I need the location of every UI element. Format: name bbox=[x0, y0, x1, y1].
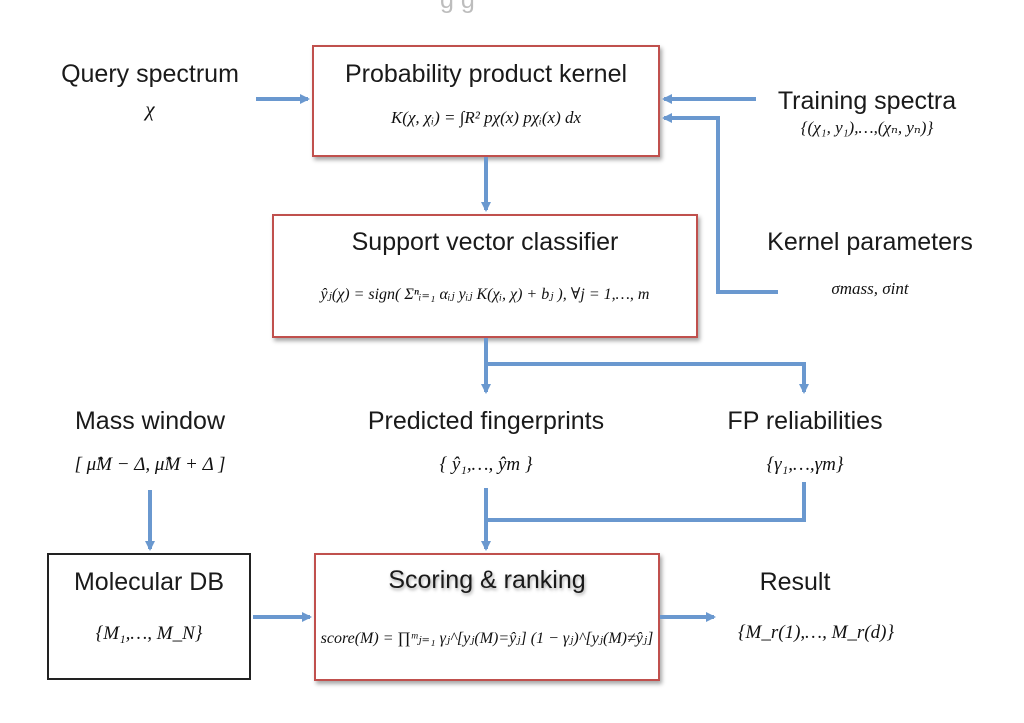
arrow-params-to-kernel bbox=[662, 113, 778, 294]
arrow-svc-to-reliabilities bbox=[486, 362, 809, 394]
kernel-parameters-formula: σmass, σint bbox=[831, 279, 909, 298]
scoring-ranking-box bbox=[314, 553, 660, 681]
predicted-fingerprints-label: Predicted fingerprints bbox=[367, 407, 605, 435]
molecular-db-box bbox=[47, 553, 251, 680]
probability-kernel-formula: K(χ, χᵢ) = ∫R² pχ(x) pχᵢ(x) dx bbox=[390, 108, 582, 127]
arrow-reliabilities-to-scoring bbox=[486, 482, 806, 522]
fp-reliabilities-label: FP reliabilities bbox=[727, 407, 883, 435]
scoring-ranking-formula: score(M) = ∏ᵐⱼ₌₁ γⱼ^[yⱼ(M)=ŷⱼ] (1 − γⱼ)^… bbox=[320, 630, 654, 647]
predicted-fingerprints-formula: { ŷ₁,…, ŷm } bbox=[439, 454, 533, 475]
kernel-parameters-label: Kernel parameters bbox=[767, 228, 973, 256]
scoring-ranking-label: Scoring & ranking bbox=[388, 566, 586, 594]
header-partial-text: g g bbox=[440, 0, 475, 14]
support-vector-classifier-box bbox=[272, 214, 698, 338]
support-vector-classifier-label: Support vector classifier bbox=[351, 228, 619, 256]
training-spectra-formula: {(χ₁, y₁),…,(χₙ, yₙ)} bbox=[800, 118, 934, 137]
molecular-db-formula: {M₁,…, M_N} bbox=[95, 623, 203, 644]
molecular-db-label: Molecular DB bbox=[73, 568, 225, 596]
mass-window-formula: [ μ̂M − Δ, μ̂M + Δ ] bbox=[74, 454, 226, 475]
mass-window-label: Mass window bbox=[74, 407, 226, 435]
result-label: Result bbox=[759, 568, 831, 596]
support-vector-classifier-formula: ŷⱼ(χ) = sign( Σⁿᵢ₌₁ αᵢⱼ yᵢⱼ K(χᵢ, χ) + b… bbox=[320, 286, 650, 303]
query-spectrum-label: Query spectrum bbox=[61, 60, 239, 88]
query-spectrum-formula: χ bbox=[145, 97, 155, 121]
probability-kernel-box bbox=[312, 45, 660, 157]
fp-reliabilities-formula: {γ₁,…,γm} bbox=[766, 454, 844, 475]
probability-kernel-label: Probability product kernel bbox=[344, 60, 628, 88]
result-formula: {M_r(1),…, M_r(d)} bbox=[737, 622, 895, 643]
training-spectra-label: Training spectra bbox=[777, 87, 957, 115]
